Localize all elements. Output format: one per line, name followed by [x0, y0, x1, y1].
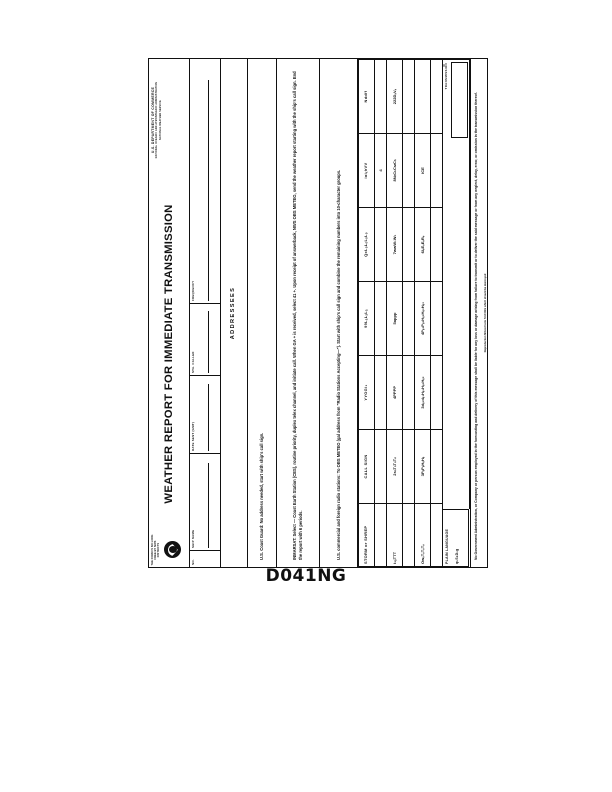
- reproduction-note: Reproduction NOAA Form 72-6 FRG which sh…: [483, 273, 487, 353]
- cell-8nhclcmch[interactable]: 8NₕCʟCᴍCₕ: [386, 133, 403, 208]
- table-row[interactable]: i₃ₒTTT 2sₙTₙTₙTₙ 4PPPP 5appp 7wwW₁W₂ 8Nₕ…: [386, 59, 403, 567]
- transmission-box[interactable]: [451, 62, 469, 138]
- table-row[interactable]: 4: [374, 59, 387, 567]
- cell-blank-2-4[interactable]: [402, 207, 415, 282]
- liability-disclaimer-text: No Government Administration, or Company…: [474, 92, 479, 560]
- field-no[interactable]: NO.: [190, 550, 221, 567]
- field-frequency[interactable]: FREQUENCY: [190, 59, 220, 303]
- plain-language-band: PLAIN LANGUAGE qʟSʟDₛg TRANSMISSION: [443, 59, 471, 567]
- agency-sub-nws: NATIONAL WEATHER SERVICE: [159, 100, 162, 140]
- field-date-sent-label: DATE SENT (GMT): [190, 421, 195, 451]
- cell-blank-0-6[interactable]: [374, 59, 387, 134]
- coast-guard-note: U.S. Coast Guard: No address needed, sta…: [247, 59, 278, 567]
- cell-blank-0-0[interactable]: [374, 503, 387, 567]
- col-header-storm-shrep: STORM or SHREP: [358, 503, 375, 567]
- cell-blank-2-5[interactable]: [402, 133, 415, 208]
- field-station-called-rule: [207, 311, 209, 373]
- transmission-cell[interactable]: TRANSMISSION: [443, 59, 471, 509]
- noaa-seal-icon: [164, 541, 182, 559]
- cell-blank-2-1[interactable]: [402, 429, 415, 504]
- inmarsat-note-text: INMARSAT: Select — Coast Earth Station (…: [292, 71, 304, 560]
- commercial-radio-note-text: U.S. commercial and foreign radio statio…: [335, 169, 341, 560]
- field-frequency-rule: [207, 80, 209, 301]
- cell-222dsvs[interactable]: 222DₛVₛ: [386, 59, 403, 134]
- cell-4pppp[interactable]: 4PPPP: [386, 355, 403, 430]
- form-header: THE FORM IS NO LONG FREE BY NWS DISTRICT…: [149, 59, 191, 567]
- field-no-label: NO.: [190, 559, 195, 565]
- page-caption: D041NG: [265, 566, 347, 586]
- cell-blank-0-1[interactable]: [374, 429, 387, 504]
- agency-block: U.S. DEPARTMENT OF COMMERCE NATIONAL OCE…: [149, 59, 189, 181]
- table-header-row: STORM or SHREP CALL SIGN YYGGi₃ 99LₐLₐLₐ…: [358, 59, 375, 567]
- form-sheet: THE FORM IS NO LONG FREE BY NWS DISTRICT…: [148, 58, 488, 568]
- cell-blank-3-6[interactable]: [414, 59, 431, 134]
- cell-blank-2-0[interactable]: [402, 503, 415, 567]
- field-ship-name-label: SHIP NAME: [190, 529, 195, 548]
- cell-3de1he1[interactable]: 3dₑ₁dₑ₁Hₑ₁Hₑ₂Hₑ₂: [414, 355, 431, 430]
- cell-ice-label[interactable]: ICE: [414, 133, 431, 208]
- cell-99-value[interactable]: [374, 281, 387, 356]
- commercial-radio-note: U.S. commercial and foreign radio statio…: [320, 59, 359, 567]
- cell-owstststs[interactable]: OwₛTₛTₛTₛ: [414, 503, 431, 567]
- field-date-sent-rule: [207, 383, 209, 451]
- cell-blank-4-5[interactable]: [430, 133, 443, 208]
- cell-blank-0-2[interactable]: [374, 355, 387, 430]
- cell-blank-4-6[interactable]: [430, 59, 443, 134]
- addressees-heading-band: ADDRESSEES: [221, 59, 248, 567]
- cell-5appp[interactable]: 5appp: [386, 281, 403, 356]
- form-title-block: WEATHER REPORT FOR IMMEDIATE TRANSMISSIO…: [149, 181, 189, 533]
- page-title: WEATHER REPORT FOR IMMEDIATE TRANSMISSIO…: [163, 204, 176, 504]
- cell-blank-2-3[interactable]: [402, 281, 415, 356]
- liability-disclaimer: No Government Administration, or Company…: [470, 59, 483, 567]
- table-row[interactable]: [430, 59, 443, 567]
- col-header-99lalala: 99LₐLₐLₐ: [358, 281, 375, 356]
- cell-2sntntntn[interactable]: 2sₙTₙTₙTₙ: [386, 429, 403, 504]
- col-header-call-sign: CALL SIGN: [358, 429, 375, 504]
- col-header-irixhvv: iʀiₓhVV: [358, 133, 375, 208]
- field-station-called[interactable]: STA. CALLED: [190, 303, 221, 375]
- scan-speck: [443, 64, 445, 67]
- coast-guard-note-text: U.S. Coast Guard: No address needed, sta…: [258, 432, 264, 560]
- col-header-qclololo: QᴄLₒLₒLₒLₒ: [358, 207, 375, 282]
- weather-report-form: THE FORM IS NO LONG FREE BY NWS DISTRICT…: [148, 58, 488, 568]
- cell-blank-2-2[interactable]: [402, 355, 415, 430]
- cell-7wwww[interactable]: 7wwW₁W₂: [386, 207, 403, 282]
- cell-3pehe[interactable]: 3PₑPₑHₑHₑ: [414, 429, 431, 504]
- cell-blank-4-2[interactable]: [430, 355, 443, 430]
- cell-4pe2he2[interactable]: 4Pₑ₂Pₑ₂Hₑ₂Hₑ₂Hₑ₂: [414, 281, 431, 356]
- cell-6isesers[interactable]: 6IₛEₛEₛRₛ: [414, 207, 431, 282]
- table-row[interactable]: OwₛTₛTₛTₛ 3PₑPₑHₑHₑ 3dₑ₁dₑ₁Hₑ₁Hₑ₂Hₑ₂ 4Pₑ…: [414, 59, 431, 567]
- cell-blank-0-4[interactable]: [374, 207, 387, 282]
- plain-language-codes: qʟSʟDₛg: [455, 548, 460, 564]
- table-row[interactable]: [402, 59, 415, 567]
- cell-blank-4-3[interactable]: [430, 281, 443, 356]
- header-left-block: THE FORM IS NO LONG FREE BY NWS DISTRICT…: [149, 533, 189, 567]
- col-header-yyggi: YYGGi₃: [358, 355, 375, 430]
- addressees-heading: ADDRESSEES: [230, 286, 237, 340]
- field-ship-name-rule: [207, 463, 209, 548]
- plain-language-cell[interactable]: PLAIN LANGUAGE qʟSʟDₛg: [443, 509, 470, 567]
- corner-note-line2: FREE BY NWS DISTRICTS: [154, 540, 161, 560]
- field-ship-name[interactable]: SHIP NAME: [190, 453, 221, 550]
- cell-blank-4-0[interactable]: [430, 503, 443, 567]
- cell-blank-2-6[interactable]: [402, 59, 415, 134]
- weather-code-table: STORM or SHREP CALL SIGN YYGGi₃ 99LₐLₐLₐ…: [358, 59, 443, 567]
- header-field-strip: NO. SHIP NAME DATE SENT (GMT) STA. CALLE…: [190, 59, 222, 567]
- cell-blank-4-4[interactable]: [430, 207, 443, 282]
- cell-ishtt[interactable]: i₃ₒTTT: [386, 503, 403, 567]
- transmission-label: TRANSMISSION: [443, 63, 448, 90]
- plain-language-label: PLAIN LANGUAGE: [444, 528, 449, 564]
- cell-blank-4-1[interactable]: [430, 429, 443, 504]
- field-frequency-label: FREQUENCY: [190, 280, 195, 301]
- field-station-called-label: STA. CALLED: [190, 351, 195, 373]
- field-date-sent[interactable]: DATE SENT (GMT): [190, 375, 221, 453]
- cell-irix-value[interactable]: 4: [374, 133, 387, 208]
- col-header-nddff: Nddff: [358, 59, 375, 134]
- inmarsat-note: INMARSAT: Select — Coast Earth Station (…: [277, 59, 321, 567]
